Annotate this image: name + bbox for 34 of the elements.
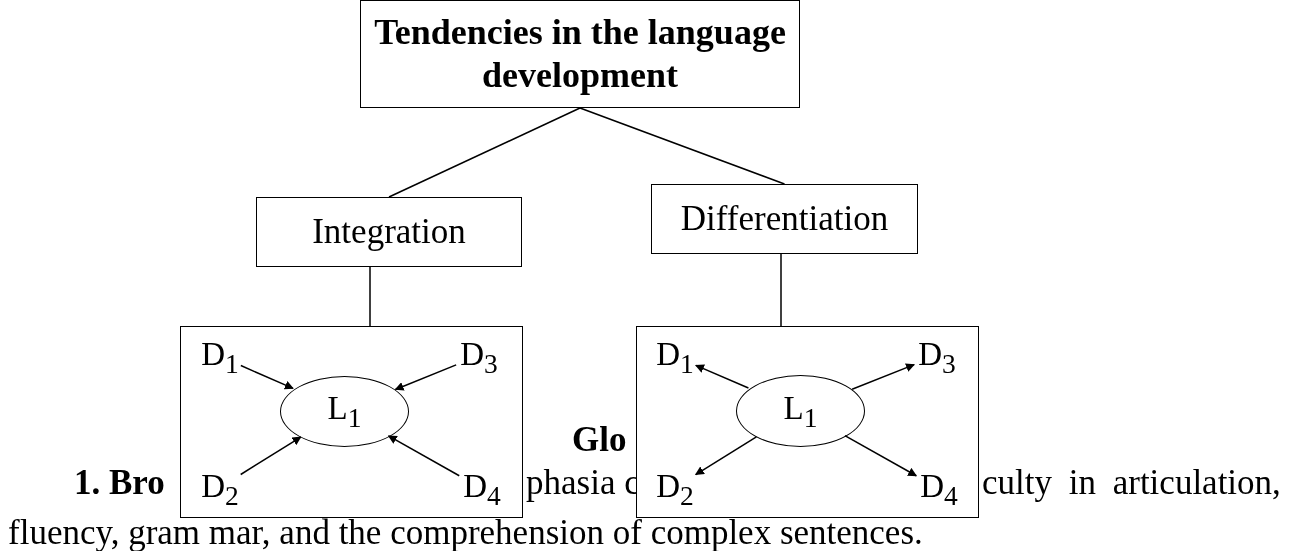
category-box xyxy=(180,326,523,518)
arrow xyxy=(844,434,918,477)
connector-line xyxy=(780,253,782,327)
category-box xyxy=(636,326,979,518)
node-label: D$_{3}$ xyxy=(460,334,498,380)
arrow xyxy=(387,435,460,477)
title-box xyxy=(360,0,800,108)
node-label: Integration xyxy=(312,211,466,253)
node-label: Differentiation xyxy=(680,198,889,240)
body-text: Glo xyxy=(572,422,627,457)
node-label: D$_{1}$ xyxy=(201,334,239,380)
arrow xyxy=(694,436,758,476)
node-label: D$_{3}$ xyxy=(918,334,956,380)
arrow xyxy=(851,363,915,390)
category-box xyxy=(651,184,918,254)
node-label: D$_{1}$ xyxy=(656,334,694,380)
arrow xyxy=(239,436,302,476)
node-label: D$_{4}$ xyxy=(463,466,501,512)
title-text: Tendencies in the language development xyxy=(373,10,787,97)
arrow xyxy=(240,364,294,390)
connector-line xyxy=(388,107,581,198)
node-label: D$_{2}$ xyxy=(201,466,239,512)
connector-line xyxy=(579,107,786,185)
category-box xyxy=(256,197,522,267)
body-text: 1. Bro xyxy=(74,465,165,500)
body-text: culty in articulation, xyxy=(982,465,1281,500)
node-label: D$_{4}$ xyxy=(920,466,958,512)
node-label: L$_{1}$ xyxy=(783,388,818,434)
body-text: fluency, gram mar, and the comprehension of complex sentences. xyxy=(8,515,923,550)
node-label: D$_{2}$ xyxy=(656,466,694,512)
connector-line xyxy=(369,266,371,327)
node-label: L$_{1}$ xyxy=(327,389,362,434)
arrow xyxy=(394,364,457,391)
arrow xyxy=(695,364,750,389)
